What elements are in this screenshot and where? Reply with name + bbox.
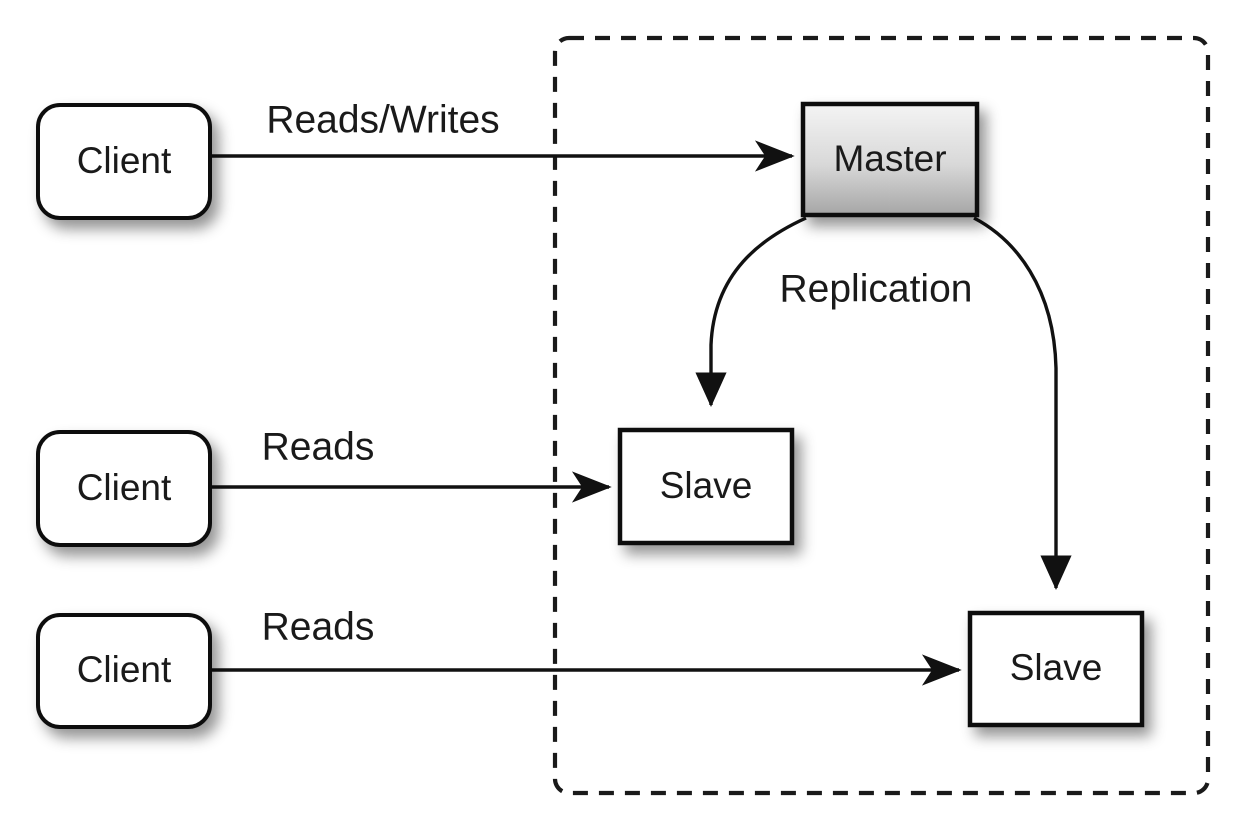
node-slave-2[interactable]: Slave xyxy=(967,610,1145,728)
slave-1-label: Slave xyxy=(660,465,753,506)
node-client-1[interactable]: Client xyxy=(36,103,212,220)
slave-2-shape[interactable] xyxy=(967,610,1145,728)
edge-line-replication-right xyxy=(973,216,1072,591)
client-3-label: Client xyxy=(77,649,172,690)
edge-master-to-slave2 xyxy=(973,216,1072,591)
edge-label-reads-writes: Reads/Writes xyxy=(266,98,499,141)
replication-cluster-boundary xyxy=(552,35,1211,796)
edge-master-to-slave1 xyxy=(695,216,807,408)
node-slave-1[interactable]: Slave xyxy=(617,427,795,546)
edge-label-reads-upper: Reads xyxy=(262,425,375,468)
client-2-shape[interactable] xyxy=(36,430,212,547)
client-3-shape[interactable] xyxy=(36,613,212,729)
client-1-label: Client xyxy=(77,140,172,181)
edge-line-replication-left xyxy=(695,216,807,408)
client-1-shape[interactable] xyxy=(36,103,212,220)
edge-label-replication: Replication xyxy=(780,267,973,310)
master-shape[interactable] xyxy=(800,101,980,218)
slave-1-shape[interactable] xyxy=(617,427,795,546)
slave-2-label: Slave xyxy=(1010,647,1103,688)
node-client-3[interactable]: Client xyxy=(36,613,212,729)
master-label: Master xyxy=(833,138,946,179)
edge-label-reads-lower: Reads xyxy=(262,605,375,648)
client-2-label: Client xyxy=(77,467,172,508)
node-master[interactable]: Master xyxy=(800,101,980,218)
node-client-2[interactable]: Client xyxy=(36,430,212,547)
